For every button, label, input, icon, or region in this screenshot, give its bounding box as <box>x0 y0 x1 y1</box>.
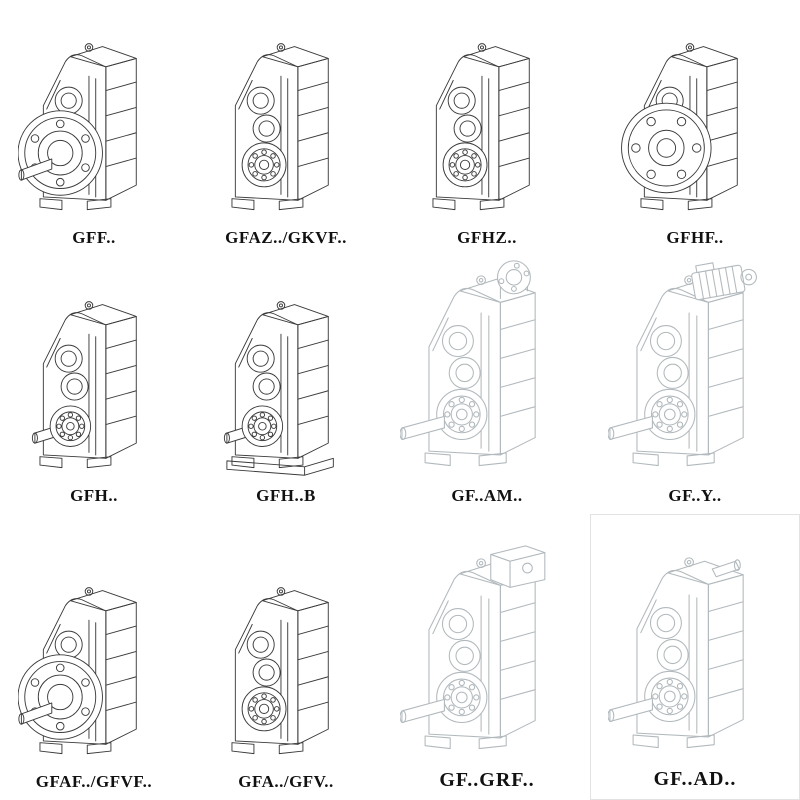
model-label: GF..AD.. <box>653 768 737 790</box>
catalog-cell-gfhf: GFHF.. <box>590 0 800 256</box>
model-label: GFF.. <box>72 228 116 247</box>
gearbox-drawing-input-shaft <box>608 540 782 764</box>
catalog-cell-gf-ad: GF..AD.. <box>590 514 800 800</box>
catalog-cell-gff: GFF.. <box>0 0 188 256</box>
catalog-cell-gfa-gfv: GFA../GFV.. <box>188 514 384 800</box>
gearbox-drawing-hollow <box>411 28 563 224</box>
model-label: GF..Y.. <box>668 486 722 505</box>
model-label: GFHF.. <box>666 228 724 247</box>
model-label: GFA../GFV.. <box>238 772 334 791</box>
catalog-cell-gfaz-gkvf: GFAZ../GKVF.. <box>188 0 384 256</box>
model-label: GFAF../GFVF.. <box>35 772 153 791</box>
model-label: GFH.. <box>70 486 118 505</box>
catalog-cell-gfh-b: GFH..B <box>188 256 384 514</box>
model-label: GFH..B <box>256 486 316 505</box>
model-label: GFAZ../GKVF.. <box>225 228 347 247</box>
gearbox-drawing-shaft-base <box>210 286 362 482</box>
catalog-cell-gf-y: GF..Y.. <box>590 256 800 514</box>
catalog-cell-gf-grf: GF..GRF.. <box>384 514 590 800</box>
model-label: GF..AM.. <box>451 486 523 505</box>
model-label: GF..GRF.. <box>439 769 535 791</box>
catalog-cell-gfhz: GFHZ.. <box>384 0 590 256</box>
gearbox-drawing-adapter <box>400 258 574 482</box>
catalog-cell-gfaf-gfvf: GFAF../GFVF.. <box>0 514 188 800</box>
gearbox-drawing-hollow <box>210 572 362 768</box>
gearbox-drawing-shaft <box>18 286 170 482</box>
catalog-cell-gfh: GFH.. <box>0 256 188 514</box>
gearbox-drawing-flange <box>18 28 170 224</box>
gearbox-drawing-grf <box>400 541 574 765</box>
gearbox-drawing-motor <box>608 258 782 482</box>
gearbox-drawing-hollow <box>210 28 362 224</box>
gearbox-drawing-flange <box>18 572 170 768</box>
gearbox-drawing-flange-front <box>619 28 771 224</box>
model-label: GFHZ.. <box>457 228 517 247</box>
catalog-cell-gf-am: GF..AM.. <box>384 256 590 514</box>
